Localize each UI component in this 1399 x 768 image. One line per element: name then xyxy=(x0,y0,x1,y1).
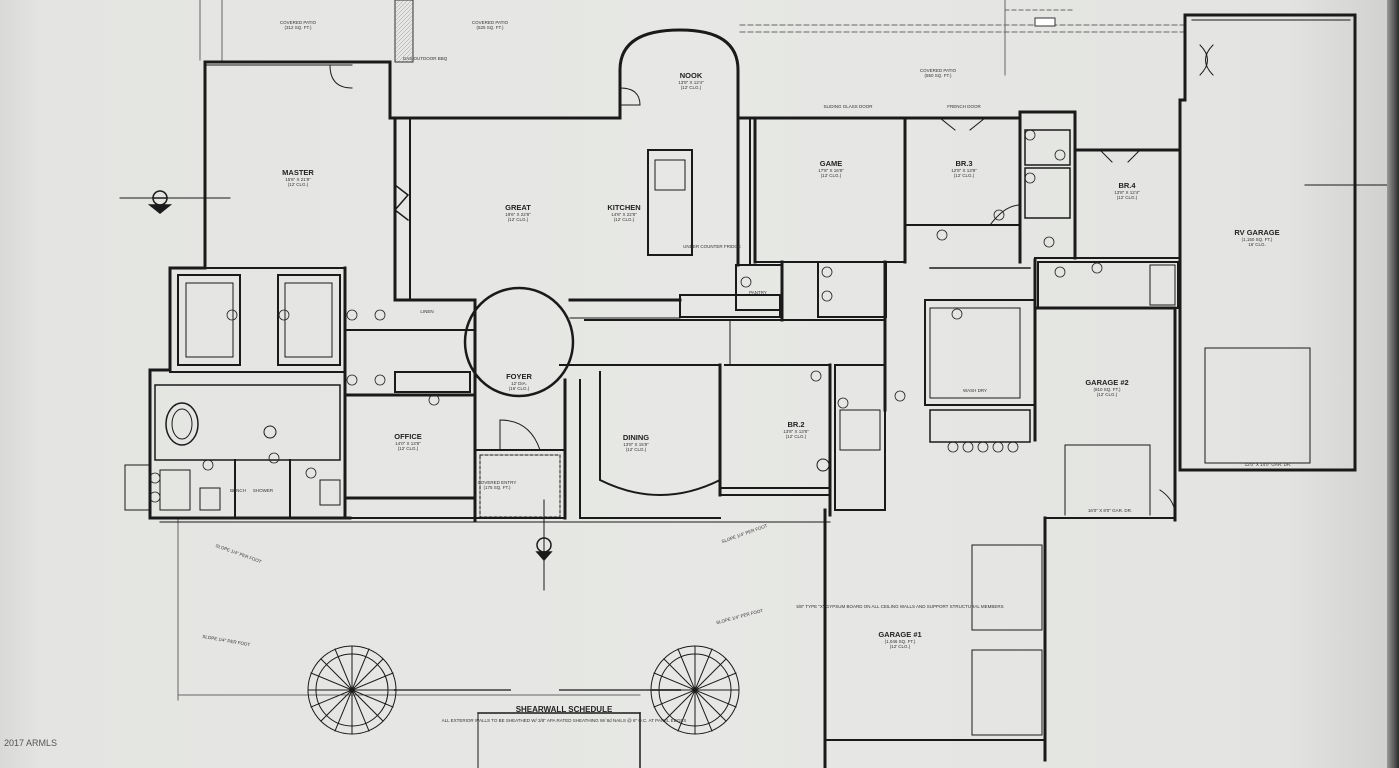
fridge-note: UNDER COUNTER FRIDGE xyxy=(683,244,741,249)
garage-walls xyxy=(823,13,1357,768)
foyer-clg: (16' CLG.) xyxy=(509,386,530,391)
linen-label: LINEN xyxy=(420,309,433,314)
covered-patio-mid-area: (525 SQ. FT.) xyxy=(476,25,504,30)
game-label: GAME xyxy=(820,159,843,168)
nook-dims: 13'8" X 12'4" xyxy=(678,80,704,85)
master-dims: 15'6" X 21'8" xyxy=(285,177,311,182)
section-marker-south xyxy=(535,499,553,591)
covered-entry-label: COVERED ENTRY xyxy=(478,480,517,485)
garage2-clg: (12' CLG.) xyxy=(1097,392,1118,397)
game-dims: 17'8" X 16'8" xyxy=(818,168,844,173)
watermark: 2017 ARMLS xyxy=(4,738,58,748)
master-wing-walls xyxy=(124,60,392,520)
br2-clg: (12' CLG.) xyxy=(786,434,807,439)
br2-label: BR.2 xyxy=(787,420,804,429)
section-marker-west xyxy=(119,190,231,214)
shearwall-schedule-box xyxy=(477,712,641,768)
covered-patio-right-area: (550 SQ. FT.) xyxy=(924,73,952,78)
garage2-dims: (810 SQ. FT.) xyxy=(1093,387,1121,392)
front-walls xyxy=(343,286,886,522)
door-swings xyxy=(329,44,1214,516)
great-clg: (12' CLG.) xyxy=(508,217,529,222)
south-terrace-walls xyxy=(159,494,831,523)
slope-note-4: SLOPE 1/4" PER FOOT xyxy=(202,634,251,647)
monitor-bezel xyxy=(1387,0,1399,768)
bench-label: BENCH xyxy=(230,488,246,493)
nook-label: NOOK xyxy=(680,71,703,80)
garage2-label: GARAGE #2 xyxy=(1085,378,1128,387)
rv-garage-label: RV GARAGE xyxy=(1234,228,1279,237)
br3-label: BR.3 xyxy=(955,159,972,168)
kitchen-clg: (12' CLG.) xyxy=(614,217,635,222)
chimney-hatch xyxy=(394,0,414,63)
french-door-label: FRENCH DOOR xyxy=(947,104,981,109)
garage1-gypsum-note: 5/8" TYPE "X" GYPSUM BOARD ON ALL CEILIN… xyxy=(796,604,1003,609)
section-marker-east xyxy=(263,184,1391,472)
covered-entry-area: (175 SQ. FT.) xyxy=(483,485,511,490)
office-dims: 14'0" X 13'8" xyxy=(395,441,421,446)
covered-patio-mid-label: COVERED PATIO xyxy=(472,20,509,25)
br3-dims: 12'8" X 13'8" xyxy=(951,168,977,173)
garage-door-2-label: 12'0" X 14'0" GAR. DR. xyxy=(1245,462,1292,467)
master-label: MASTER xyxy=(282,168,314,177)
covered-patio-left-area: (312 SQ. FT.) xyxy=(284,25,312,30)
nook-clg: (12' CLG.) xyxy=(681,85,702,90)
shearwall-schedule-title: SHEARWALL SCHEDULE xyxy=(516,705,613,714)
slope-note-2: SLOPE 1/4" PER FOOT xyxy=(721,523,768,544)
central-walls xyxy=(388,28,783,319)
foyer-label: FOYER xyxy=(506,372,532,381)
br4-dims: 13'8" X 12'4" xyxy=(1114,190,1140,195)
slider-label: SLIDING GLASS DOOR xyxy=(823,104,873,109)
office-clg: (12' CLG.) xyxy=(398,446,419,451)
utility-walls xyxy=(780,258,1037,443)
dining-dims: 13'8" X 15'8" xyxy=(623,442,649,447)
rv-garage-clg: 16' CLG. xyxy=(1248,242,1266,247)
slope-note-1: SLOPE 1/4" PER FOOT xyxy=(215,543,262,564)
foyer-dims: 12' DIA. xyxy=(511,381,527,386)
br2-dims: 13'8" X 13'8" xyxy=(783,429,809,434)
plan-notes: COVERED PATIO (312 SQ. FT.) COVERED PATI… xyxy=(202,20,1291,723)
garage-door-1-label: 16'0" X 8'0" GAR. DR. xyxy=(1088,508,1132,513)
dining-label: DINING xyxy=(623,433,649,442)
covered-patio-left-label: COVERED PATIO xyxy=(280,20,317,25)
br4-clg: (12' CLG.) xyxy=(1117,195,1138,200)
shower-label: SHOWER xyxy=(253,488,274,493)
pantry-label: PANTRY xyxy=(749,290,767,295)
great-dims: 19'6" X 22'8" xyxy=(505,212,531,217)
kitchen-dims: 14'8" X 22'8" xyxy=(611,212,637,217)
pergola-left xyxy=(307,645,397,735)
garage1-clg: (12' CLG.) xyxy=(890,644,911,649)
covered-patio-right-label: COVERED PATIO xyxy=(920,68,957,73)
master-clg: (12' CLG.) xyxy=(288,182,309,187)
door-tags xyxy=(149,129,1103,503)
pergola-right xyxy=(650,645,740,735)
great-label: GREAT xyxy=(505,203,531,212)
br4-label: BR.4 xyxy=(1118,181,1136,190)
dining-clg: (12' CLG.) xyxy=(626,447,647,452)
slope-note-3: SLOPE 1/4" PER FOOT xyxy=(716,608,764,625)
garage1-dims: (1,046 SQ. FT.) xyxy=(885,639,916,644)
game-clg: (12' CLG.) xyxy=(821,173,842,178)
site-lines xyxy=(177,0,1391,768)
garage1-label: GARAGE #1 xyxy=(878,630,921,639)
east-bedroom-walls xyxy=(753,110,1182,309)
rv-garage-dims: (1,150 SQ. FT.) xyxy=(1242,237,1273,242)
washer-dryer-label: WASH DRY xyxy=(963,388,987,393)
office-label: OFFICE xyxy=(394,432,422,441)
room-labels: MASTER 15'6" X 21'8" (12' CLG.) GREAT 19… xyxy=(282,71,1279,649)
bbq-note: GAS OUTDOOR BBQ xyxy=(403,56,448,61)
kitchen-label: KITCHEN xyxy=(607,203,640,212)
br3-clg: (12' CLG.) xyxy=(954,173,975,178)
shearwall-schedule-text: ALL EXTERIOR WALLS TO BE SHEATHED W/ 3/8… xyxy=(442,718,687,723)
post-marker xyxy=(1034,17,1056,27)
